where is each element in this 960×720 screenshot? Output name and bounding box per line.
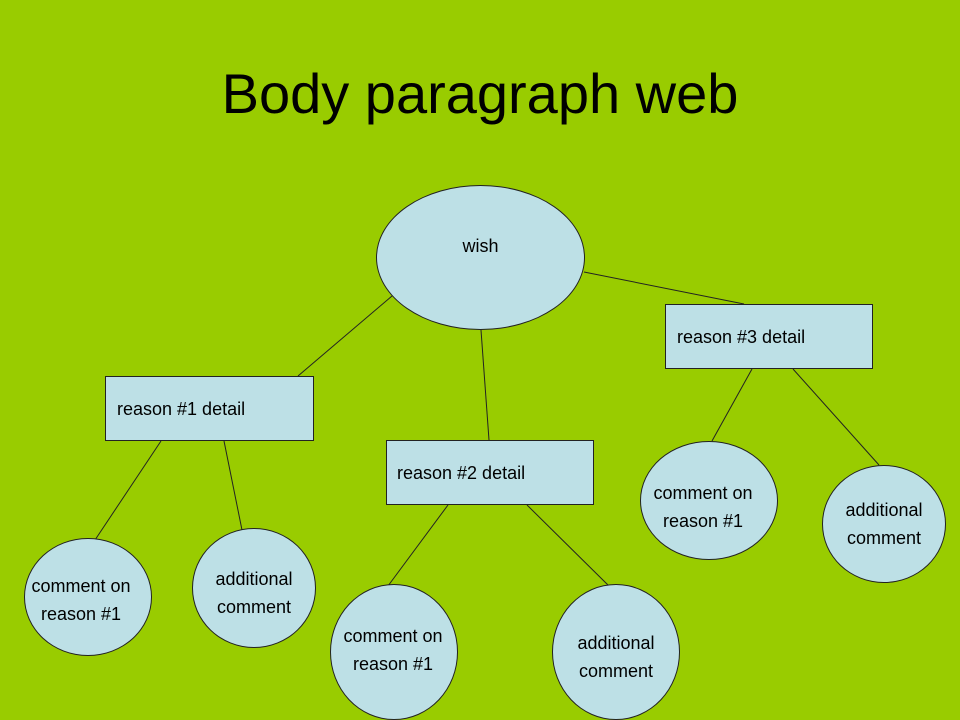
node-reason1-detail: reason #1 detail — [105, 376, 314, 441]
node-reason2-detail: reason #2 detail — [386, 440, 594, 505]
node-reason1-additional: additional comment — [192, 528, 316, 648]
connector-reason2-comment — [384, 504, 449, 591]
node-reason2-additional: additional comment — [552, 584, 680, 720]
connector-reason1-additional — [223, 440, 243, 531]
connector-wish-reason2 — [480, 329, 490, 441]
connector-wish-reason3 — [583, 271, 745, 305]
node-reason3-label: reason #3 detail — [677, 326, 806, 347]
node-reason3-comment-label: comment on reason #1 — [653, 483, 753, 531]
connector-reason1-comment — [94, 440, 162, 541]
node-reason3-comment — [640, 441, 778, 560]
node-reason1-additional-label: additional comment — [215, 569, 293, 617]
node-reason2-label: reason #2 detail — [397, 462, 526, 483]
node-reason3-detail: reason #3 detail — [665, 304, 873, 369]
node-reason1-label: reason #1 detail — [117, 398, 246, 419]
node-reason1-comment — [24, 538, 152, 656]
node-wish-label: wish — [462, 236, 499, 256]
connector-reason3-comment — [711, 368, 753, 442]
connector-reason2-additional — [526, 504, 611, 588]
node-wish: wish — [376, 185, 585, 330]
page-title: Body paragraph web — [221, 62, 739, 125]
node-reason1-comment-label: comment on reason #1 — [31, 576, 131, 624]
node-reason3-additional-label: additional comment — [845, 500, 923, 548]
connector-wish-reason1 — [297, 295, 393, 377]
node-reason3-additional: additional comment — [822, 465, 946, 583]
node-reason2-additional-label: additional comment — [577, 633, 655, 681]
node-reason2-comment-label: comment on reason #1 — [343, 626, 443, 674]
connector-reason3-additional — [792, 368, 880, 466]
